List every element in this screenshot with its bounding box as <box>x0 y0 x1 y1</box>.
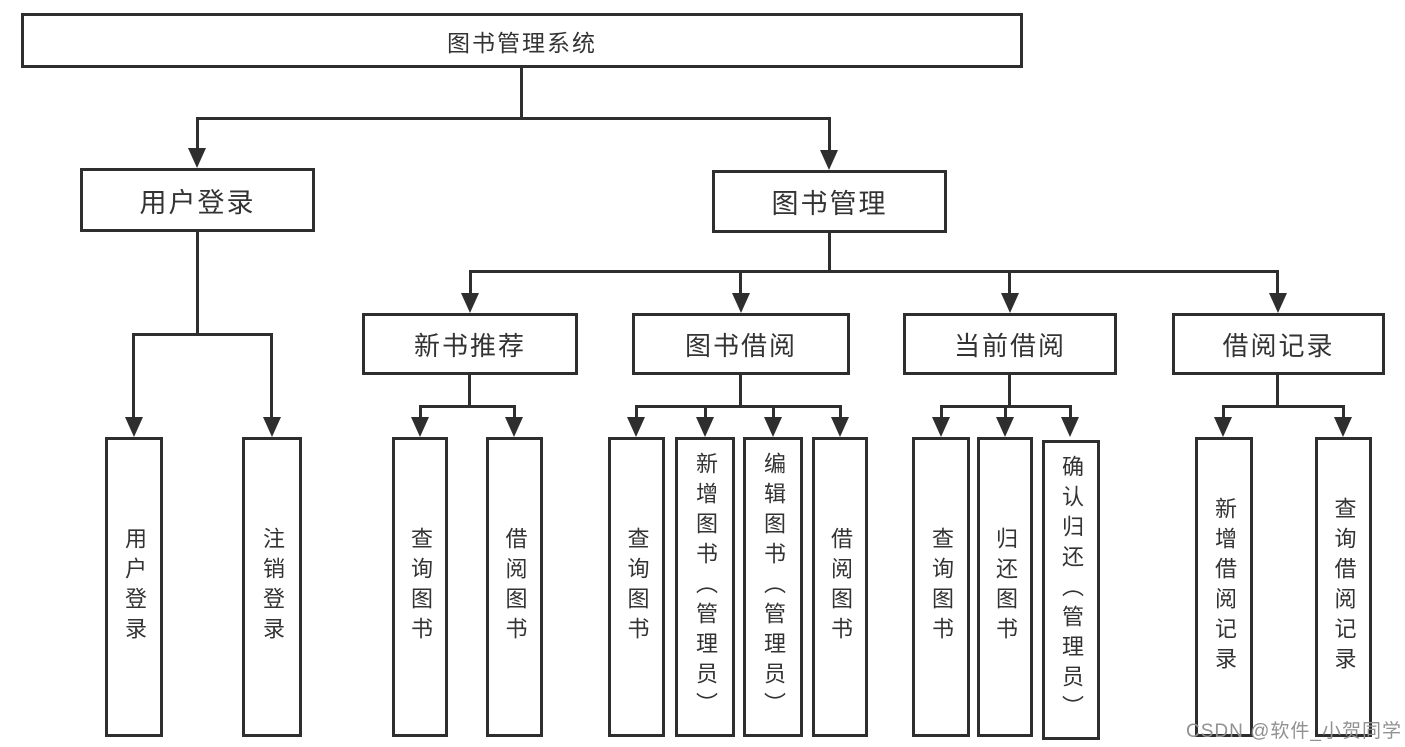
connector-records-bus <box>1222 405 1344 408</box>
node-label: 图书借阅 <box>684 330 797 361</box>
node-label: 确认归还（管理员） <box>1059 455 1084 725</box>
connector-current-down <box>1008 375 1011 408</box>
connector-leaf-stem <box>1222 405 1225 419</box>
arrowhead-icon <box>820 150 838 170</box>
arrowhead-icon <box>831 417 849 437</box>
connector-root-stem <box>520 68 523 118</box>
connector-leaf-stem <box>1276 270 1279 296</box>
connector-book-mgmt-down <box>828 233 831 273</box>
leaf-confirm-return-admin: 确认归还（管理员） <box>1042 440 1100 740</box>
arrowhead-icon <box>411 417 429 437</box>
node-new-book-recommendation: 新书推荐 <box>362 313 578 375</box>
connector-newbook-down <box>468 375 471 408</box>
connector-borrow-bus <box>635 405 842 408</box>
arrowhead-icon <box>505 417 523 437</box>
connector-leaf-stem <box>739 270 742 296</box>
node-label: 用户登录 <box>139 187 256 218</box>
connector-leaf-stem <box>1004 405 1007 419</box>
arrowhead-icon <box>188 148 206 168</box>
leaf-user-login: 用户登录 <box>105 437 163 737</box>
arrowhead-icon <box>263 417 281 437</box>
connector-newbook-bus <box>419 405 516 408</box>
connector-leaf-stem <box>635 405 638 419</box>
node-label: 注销登录 <box>260 527 285 647</box>
connector-leaf-stem <box>839 405 842 419</box>
node-label: 用户登录 <box>122 527 147 647</box>
connector-level2-bus <box>196 117 831 120</box>
node-label: 新增借阅记录 <box>1212 497 1237 677</box>
leaf-query-books-newbook: 查询图书 <box>392 437 448 737</box>
connector-leaf-stem <box>704 405 707 419</box>
connector-leaf-stem <box>270 333 273 419</box>
leaf-query-borrow-record: 查询借阅记录 <box>1315 437 1372 737</box>
leaf-edit-book-admin: 编辑图书（管理员） <box>743 437 803 737</box>
arrowhead-icon <box>1214 417 1232 437</box>
connector-user-login-bus <box>132 333 273 336</box>
node-label: 借阅图书 <box>502 527 528 647</box>
node-book-management: 图书管理 <box>712 170 947 233</box>
connector-book-mgmt-stem <box>828 117 831 153</box>
arrowhead-icon <box>732 293 750 313</box>
node-label: 归还图书 <box>993 527 1018 647</box>
connector-leaf-stem <box>1008 270 1011 296</box>
connector-leaf-stem <box>419 405 422 419</box>
connector-borrow-down <box>739 375 742 408</box>
node-label: 查询图书 <box>408 527 433 647</box>
leaf-return-books: 归还图书 <box>977 437 1033 737</box>
connector-leaf-stem <box>469 270 472 296</box>
arrowhead-icon <box>696 417 714 437</box>
node-borrowing-records: 借阅记录 <box>1172 313 1385 375</box>
node-label: 图书管理 <box>771 189 888 219</box>
connector-level3-bus <box>469 270 1279 273</box>
watermark-text: CSDN @软件_小贺同学 <box>1186 721 1402 742</box>
node-label: 图书管理系统 <box>447 29 597 56</box>
node-label: 查询图书 <box>929 527 954 647</box>
leaf-logout: 注销登录 <box>242 437 302 737</box>
node-label: 当前借阅 <box>953 330 1066 361</box>
node-label: 编辑图书（管理员） <box>761 452 786 722</box>
node-library-management-system: 图书管理系统 <box>21 13 1023 68</box>
connector-leaf-stem <box>1342 405 1345 419</box>
node-user-login: 用户登录 <box>80 168 315 232</box>
arrowhead-icon <box>932 417 950 437</box>
connector-user-login-stem <box>196 117 199 151</box>
connector-user-login-down <box>196 232 199 336</box>
arrowhead-icon <box>125 417 143 437</box>
leaf-query-books-current: 查询图书 <box>912 437 970 737</box>
node-label: 新书推荐 <box>413 330 526 361</box>
connector-records-down <box>1276 375 1279 408</box>
arrowhead-icon <box>764 417 782 437</box>
node-book-borrowing: 图书借阅 <box>632 313 850 375</box>
connector-leaf-stem <box>1069 405 1072 419</box>
connector-leaf-stem <box>132 333 135 419</box>
arrowhead-icon <box>1334 417 1352 437</box>
node-label: 新增图书（管理员） <box>693 452 718 722</box>
leaf-add-book-admin: 新增图书（管理员） <box>675 437 735 737</box>
arrowhead-icon <box>1061 417 1079 437</box>
node-label: 查询图书 <box>624 527 650 647</box>
node-label: 查询借阅记录 <box>1331 497 1357 677</box>
arrowhead-icon <box>461 293 479 313</box>
arrowhead-icon <box>996 417 1014 437</box>
connector-leaf-stem <box>772 405 775 419</box>
leaf-borrow-books-newbook: 借阅图书 <box>486 437 543 737</box>
leaf-query-books-borrow: 查询图书 <box>608 437 665 737</box>
arrowhead-icon <box>1001 293 1019 313</box>
arrowhead-icon <box>1269 293 1287 313</box>
leaf-borrow-books-borrow: 借阅图书 <box>812 437 868 737</box>
leaf-add-borrow-record: 新增借阅记录 <box>1195 437 1253 737</box>
connector-leaf-stem <box>940 405 943 419</box>
connector-leaf-stem <box>513 405 516 419</box>
node-label: 借阅图书 <box>828 527 853 647</box>
node-current-borrowing: 当前借阅 <box>903 313 1117 375</box>
node-label: 借阅记录 <box>1222 330 1335 361</box>
arrowhead-icon <box>627 417 645 437</box>
